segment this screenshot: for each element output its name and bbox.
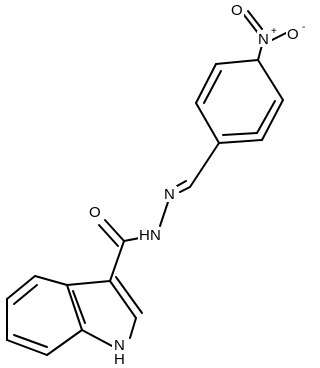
atom-h-indole: H	[114, 351, 125, 368]
bond-ring-1	[257, 59, 284, 101]
bond-n-c7a	[81, 329, 113, 347]
bond-n-o-single	[271, 32, 287, 41]
bond-ring-5	[195, 63, 217, 104]
atom-n-imine: N	[164, 186, 175, 203]
bond-ring-6	[215, 59, 259, 65]
bond-ring-2	[261, 99, 284, 141]
indole-benzene-ring	[6, 275, 86, 356]
atom-labels: O N + O - N O H N N H	[88, 2, 305, 368]
bond-c2-n	[129, 317, 137, 339]
bond-c5-c4-inner	[13, 284, 38, 305]
atom-h-amide: H	[139, 227, 150, 244]
bond-ring-3	[218, 139, 263, 144]
atom-n-indole: N	[114, 337, 125, 354]
bond-c3a-c7a	[66, 284, 83, 331]
atom-n-amide: N	[150, 227, 161, 244]
bond-c-o-double-b	[98, 224, 119, 247]
bond-ring-5-inner	[203, 70, 222, 104]
charge-o-nitro-right: -	[302, 22, 305, 33]
carbonyl-group	[98, 219, 125, 282]
charge-n-nitro: +	[271, 26, 277, 37]
atom-o-nitro-right: O	[287, 26, 299, 43]
indole-pyrrole-ring	[66, 276, 143, 347]
bond-c3-c2-a	[109, 280, 137, 319]
bond-c7-c6	[6, 339, 48, 356]
atom-o-carbonyl: O	[89, 204, 101, 221]
bond-c4-c3a	[34, 275, 68, 286]
bond-o-n-double-a	[243, 14, 259, 34]
bond-c7a-c7	[46, 329, 83, 356]
bond-c-o-double-a	[104, 219, 125, 242]
bond-ch-n-double-b	[176, 180, 187, 187]
bond-c3a-c7a-inner	[72, 290, 86, 324]
bond-n-ring	[257, 44, 263, 61]
bond-ch	[189, 142, 220, 188]
bond-ring-2-inner	[256, 100, 276, 134]
bond-c3-c3a	[66, 280, 111, 286]
bond-o-n-double-b	[247, 10, 263, 30]
atom-o-nitro-top: O	[231, 2, 243, 19]
bond-c7-c6-inner	[13, 334, 48, 348]
bond-ring-4	[195, 102, 220, 144]
nitro-group-bonds	[243, 10, 287, 61]
nitrophenyl-ring	[195, 59, 284, 144]
atom-n-nitro: N	[258, 31, 269, 48]
bond-c5-c4	[6, 275, 36, 300]
bond-ring-3-inner	[222, 132, 258, 136]
bond-c-indole	[109, 240, 125, 282]
bond-ch-n-double-a	[179, 186, 191, 193]
bond-n-n	[159, 201, 169, 227]
bond-c3-c2-b	[115, 276, 143, 314]
